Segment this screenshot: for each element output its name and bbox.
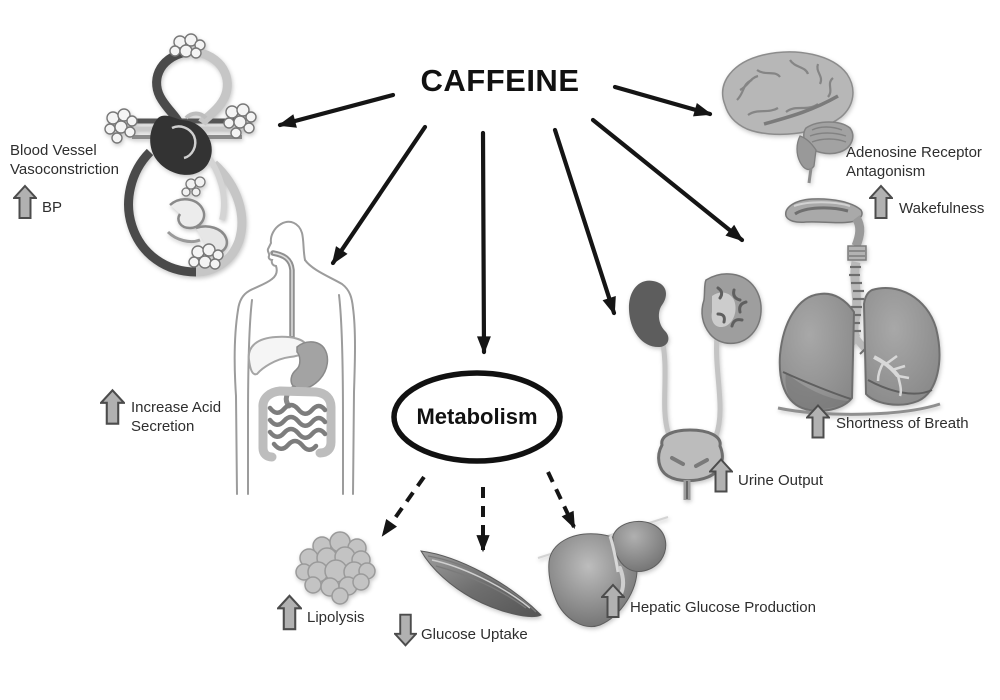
glucose-uptake-label: Glucose Uptake (421, 626, 528, 643)
bp-label: BP (42, 199, 63, 216)
up-arrow-icon (869, 184, 893, 219)
up-arrow-icon (601, 583, 625, 618)
metabolism-node-label: Metabolism (416, 404, 538, 429)
bronchial-tree (873, 354, 910, 397)
fat-cells-icon (295, 531, 376, 605)
capillary-cluster-left (104, 108, 138, 144)
capillary-cluster-bottom (188, 243, 224, 270)
left-lung (778, 292, 856, 412)
arrow-caffeine-to-stomach (330, 124, 428, 266)
hepatic-glucose-label: Hepatic Glucose Production (630, 599, 816, 616)
right-kidney (701, 273, 762, 345)
capillary-cluster-middle (181, 176, 206, 197)
up-arrow-icon (806, 404, 830, 439)
arrow-caffeine-to-heart (277, 92, 396, 128)
urine-output-label: Urine Output (738, 472, 824, 489)
lungs-icon (777, 198, 941, 416)
brain-icon (721, 51, 854, 184)
annotation-adenosine: Adenosine Receptor Antagonism (846, 144, 982, 180)
right-lung (862, 287, 941, 406)
down-arrow-icon (394, 613, 417, 647)
arrow-caffeine-to-metabolism (476, 130, 491, 355)
muscle-icon (420, 550, 542, 617)
arrow-metabolism-to-fat (381, 475, 426, 537)
arrow-caffeine-to-brain (612, 84, 713, 117)
up-arrow-icon (709, 458, 733, 493)
up-arrow-icon (13, 184, 37, 219)
up-arrow-icon (100, 388, 125, 425)
up-arrow-icon (277, 594, 302, 631)
capillary-cluster-right (223, 103, 257, 139)
annotation-acid-secretion: Increase Acid Secretion (131, 399, 222, 435)
metabolism-connector-arrows (381, 471, 576, 553)
arrow-caffeine-to-lungs (590, 117, 745, 243)
urinary-system-icon (628, 273, 762, 500)
circulatory-system-icon (104, 33, 257, 277)
metabolism-node-ellipse (391, 370, 563, 464)
arrow-caffeine-to-kidneys (552, 127, 617, 316)
left-kidney (628, 280, 669, 348)
digestive-system-icon (233, 220, 356, 495)
wakefulness-label: Wakefulness (899, 200, 985, 217)
annotation-blood-vessel: Blood Vessel Vasoconstriction (10, 142, 119, 178)
diagram-title: CAFFEINE (420, 63, 580, 98)
caffeine-connector-arrows (277, 84, 745, 355)
arrow-metabolism-to-liver (546, 471, 576, 529)
capillary-cluster-top (169, 33, 206, 59)
lipolysis-label: Lipolysis (307, 609, 365, 626)
shortness-of-breath-label: Shortness of Breath (836, 415, 969, 432)
